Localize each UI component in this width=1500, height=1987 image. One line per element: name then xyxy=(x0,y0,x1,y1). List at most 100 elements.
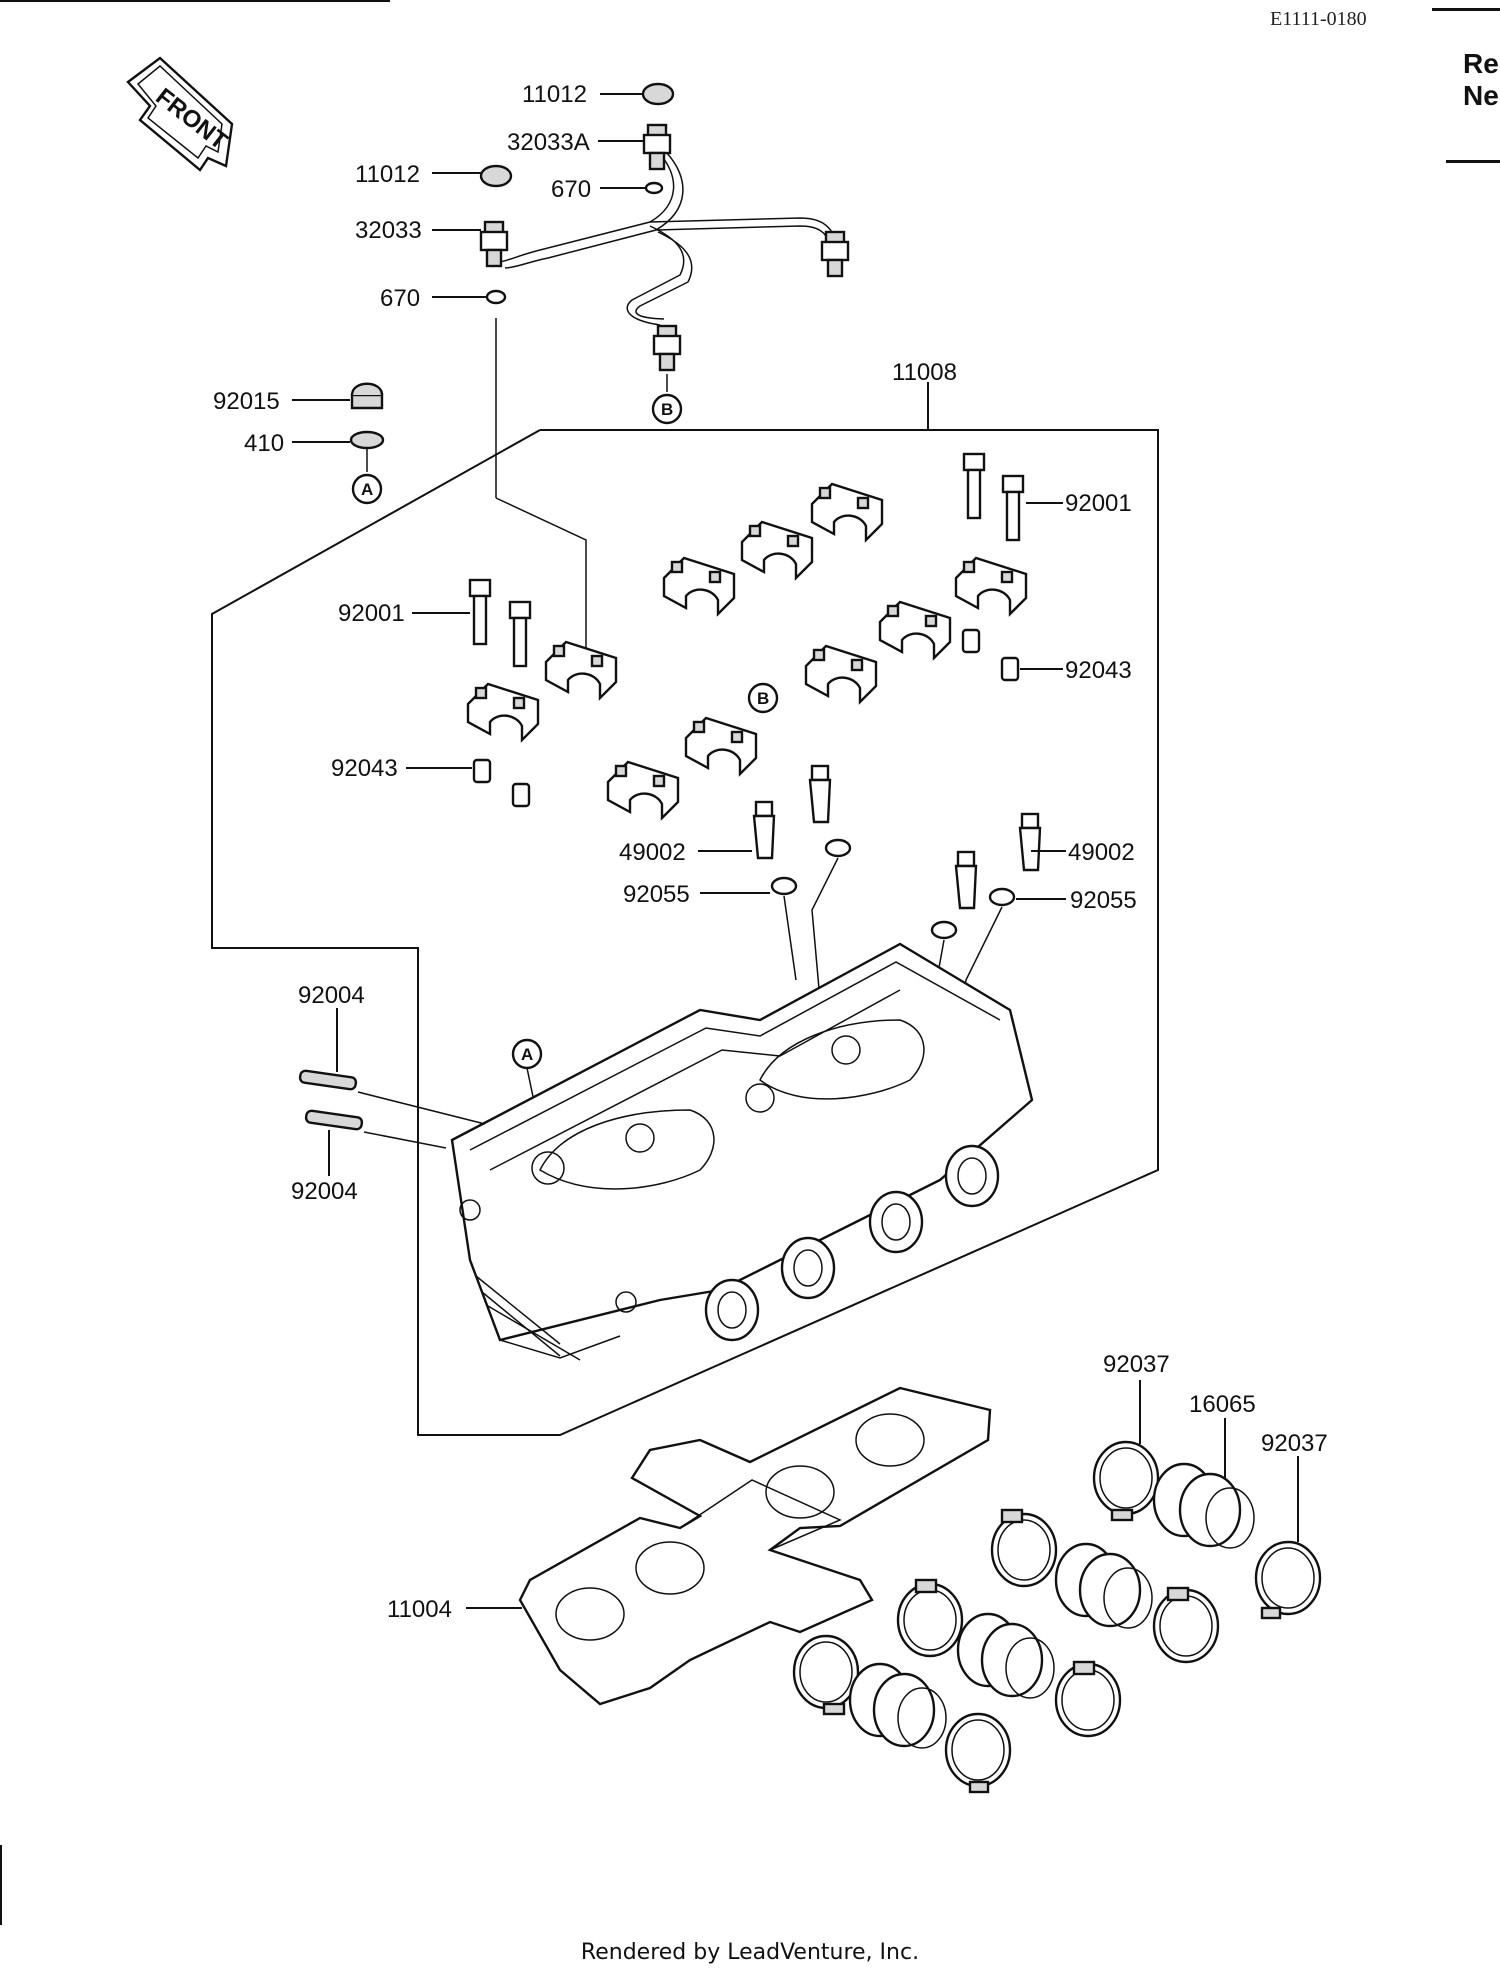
ref-mark-b-top-text: B xyxy=(661,400,673,419)
cam-cap-2 xyxy=(740,520,814,581)
holder-low xyxy=(956,1612,1055,1699)
intake-holders xyxy=(792,1440,1322,1794)
ref-mark-b-mid: B xyxy=(747,682,779,714)
oring-92055-d xyxy=(988,887,1016,907)
banjo-bolt-32033-left xyxy=(479,220,509,268)
top-left-rule xyxy=(0,0,390,2)
clamp-low-1 xyxy=(896,1578,964,1658)
washer-670-mid xyxy=(485,289,507,305)
callout-labels: 11012 32033A 11012 670 32033 670 11008 9… xyxy=(213,81,1328,1623)
bolts-92001 xyxy=(468,452,1025,668)
clamp-bottom-2 xyxy=(944,1712,1012,1794)
stud-92004-top xyxy=(298,1069,358,1091)
valve-guides-49002 xyxy=(752,764,1042,910)
callout-92015: 92015 xyxy=(213,388,280,415)
intake-port-2 xyxy=(780,1236,836,1300)
clamp-mid-2 xyxy=(1152,1586,1220,1664)
dowel-92043-a xyxy=(961,628,981,654)
cap-11012-top xyxy=(641,82,675,106)
callout-92043-right: 92043 xyxy=(1065,657,1132,684)
callout-92055-right: 92055 xyxy=(1070,887,1137,914)
cylinder-head xyxy=(450,942,1034,1361)
callout-92001-left: 92001 xyxy=(338,600,405,627)
intake-port-1 xyxy=(704,1278,760,1342)
cam-cap-6 xyxy=(804,644,878,705)
cam-cap-3 xyxy=(662,556,736,617)
callout-11004: 11004 xyxy=(387,1596,452,1623)
dowel-92043-b xyxy=(1000,656,1020,682)
bolt-92001-d xyxy=(508,600,532,668)
oring-92055-b xyxy=(824,838,852,858)
head-gasket-11004 xyxy=(518,1386,992,1706)
callout-32033: 32033 xyxy=(355,217,422,244)
leader-670-to-cap xyxy=(495,497,587,656)
cam-cap-5 xyxy=(878,600,952,661)
clamp-mid-1 xyxy=(990,1508,1058,1588)
ref-mark-a-top-text: A xyxy=(361,480,373,499)
cam-cap-7 xyxy=(544,640,618,701)
ref-mark-a-mid: A xyxy=(511,1038,543,1070)
cam-cap-10 xyxy=(606,760,680,821)
ref-mark-a-mid-text: A xyxy=(521,1045,533,1064)
leader-oring-a-down xyxy=(783,895,797,981)
callout-11012-top: 11012 xyxy=(522,81,587,108)
bolt-92001-b xyxy=(1001,474,1025,542)
callout-670-mid: 670 xyxy=(380,285,420,312)
intake-port-3 xyxy=(868,1190,924,1254)
side-text: Re Nе xyxy=(1463,48,1499,112)
clamp-low-2 xyxy=(1054,1660,1122,1738)
leader-stud-bottom-to-head xyxy=(363,1131,447,1149)
stud-92004-bottom xyxy=(304,1109,364,1131)
bolt-92001-a xyxy=(962,452,986,520)
callout-92004-top: 92004 xyxy=(298,982,365,1009)
callout-92037-left: 92037 xyxy=(1103,1351,1170,1378)
callout-92004-bottom: 92004 xyxy=(291,1178,358,1205)
clamp-92037-top-left xyxy=(1092,1440,1160,1522)
clamp-92037-right xyxy=(1254,1540,1322,1620)
leader-oring-b-down xyxy=(811,857,839,1001)
top-right-rule xyxy=(1432,8,1500,11)
leader-stud-top-to-head xyxy=(357,1091,486,1125)
cam-cap-9 xyxy=(684,716,758,777)
callout-11012-mid: 11012 xyxy=(355,161,420,188)
cam-cap-4 xyxy=(954,556,1028,617)
side-text-line2: Nе xyxy=(1463,80,1499,111)
cap-11012-mid xyxy=(479,164,513,188)
callout-92043-left: 92043 xyxy=(331,755,398,782)
callout-49002-right: 49002 xyxy=(1068,839,1135,866)
front-arrow: FRONT xyxy=(126,56,234,172)
holder-mid xyxy=(1054,1542,1153,1629)
ref-mark-a-top: A xyxy=(351,473,383,505)
side-text-line1: Re xyxy=(1463,48,1499,79)
oring-92055-a xyxy=(770,876,798,896)
oil-pipe-assembly xyxy=(479,82,850,372)
callout-92055-left: 92055 xyxy=(623,881,690,908)
valve-guide-4 xyxy=(1018,812,1042,872)
cylinder-head-outline xyxy=(211,429,1159,1436)
callout-11008: 11008 xyxy=(892,359,957,386)
callout-410: 410 xyxy=(244,430,284,457)
valve-guide-3 xyxy=(954,850,978,910)
banjo-bolt-bottom xyxy=(652,324,682,372)
washer-670-top xyxy=(644,181,664,195)
nut-92015 xyxy=(350,382,384,410)
clamp-bottom-1 xyxy=(792,1634,860,1716)
cam-caps xyxy=(466,482,1028,821)
bolt-92001-c xyxy=(468,578,492,646)
callout-32033a: 32033A xyxy=(507,129,590,156)
valve-guide-1 xyxy=(752,800,776,860)
ref-mark-b-mid-text: B xyxy=(757,689,769,708)
intake-port-4 xyxy=(944,1144,1000,1208)
footer-credit: Rendered by LeadVenture, Inc. xyxy=(580,1940,920,1965)
valve-guide-2 xyxy=(808,764,832,824)
side-rule xyxy=(1446,160,1500,163)
callout-92001-right: 92001 xyxy=(1065,490,1132,517)
washer-410 xyxy=(349,430,385,450)
left-margin-rule xyxy=(0,1845,2,1925)
diagram-code: E1111-0180 xyxy=(1270,8,1367,30)
dowel-92043-c xyxy=(472,758,492,784)
cam-cap-1 xyxy=(810,482,884,543)
callout-92037-right: 92037 xyxy=(1261,1430,1328,1457)
callout-49002-left: 49002 xyxy=(619,839,686,866)
holder-16065-top xyxy=(1152,1462,1255,1549)
